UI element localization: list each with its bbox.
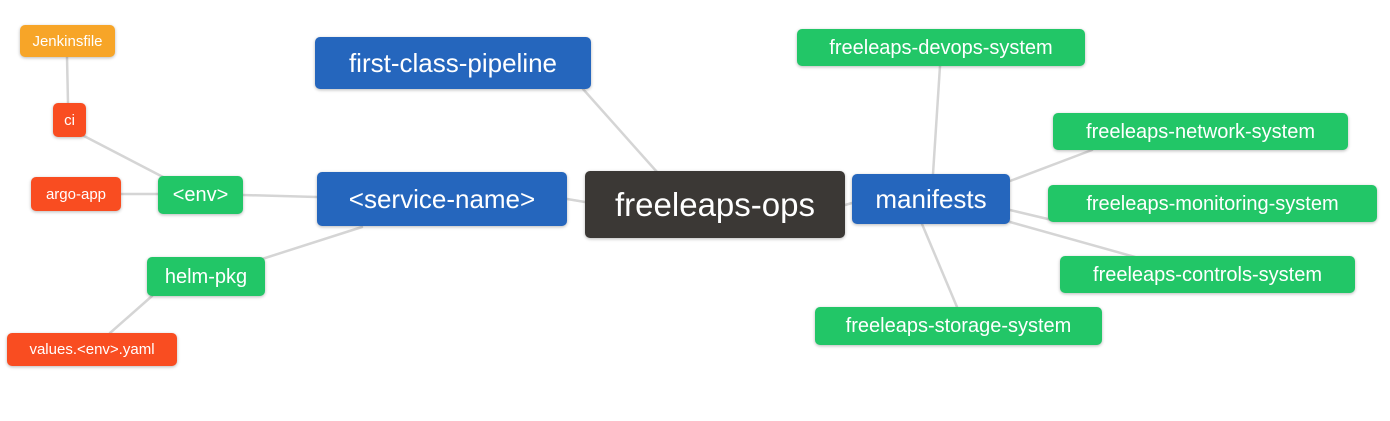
- node-argo-app[interactable]: argo-app: [31, 177, 121, 211]
- node-freeleaps-ops-root[interactable]: freeleaps-ops: [585, 171, 845, 238]
- edge-jenkinsfile-ci: [65, 55, 70, 105]
- node-values-env-yaml[interactable]: values.<env>.yaml: [7, 333, 177, 366]
- node-first-class-pipeline[interactable]: first-class-pipeline: [315, 37, 591, 89]
- edge-service-name-root: [565, 197, 587, 204]
- edge-service-name-helm-pkg: [260, 225, 364, 261]
- edge-env-service-name: [241, 193, 319, 199]
- edge-manifests-controls: [1008, 220, 1137, 259]
- node-controls-system[interactable]: freeleaps-controls-system: [1060, 256, 1355, 293]
- node-helm-pkg[interactable]: helm-pkg: [147, 257, 265, 296]
- node-storage-system[interactable]: freeleaps-storage-system: [815, 307, 1102, 345]
- edge-manifests-network: [1008, 148, 1094, 183]
- node-manifests[interactable]: manifests: [852, 174, 1010, 224]
- edge-manifests-devops: [931, 64, 942, 176]
- node-ci[interactable]: ci: [53, 103, 86, 137]
- node-service-name[interactable]: <service-name>: [317, 172, 567, 226]
- node-devops-system[interactable]: freeleaps-devops-system: [797, 29, 1085, 66]
- edge-manifests-monitoring: [1008, 208, 1054, 222]
- edge-ci-env: [82, 134, 165, 179]
- edge-helm-pkg-values: [108, 294, 154, 335]
- node-network-system[interactable]: freeleaps-network-system: [1053, 113, 1348, 150]
- node-jenkinsfile[interactable]: Jenkinsfile: [20, 25, 115, 57]
- edge-root-manifests: [843, 201, 854, 207]
- node-env[interactable]: <env>: [158, 176, 243, 214]
- edge-fcp-root: [581, 87, 659, 174]
- edge-manifests-storage: [920, 222, 959, 309]
- node-monitoring-system[interactable]: freeleaps-monitoring-system: [1048, 185, 1377, 222]
